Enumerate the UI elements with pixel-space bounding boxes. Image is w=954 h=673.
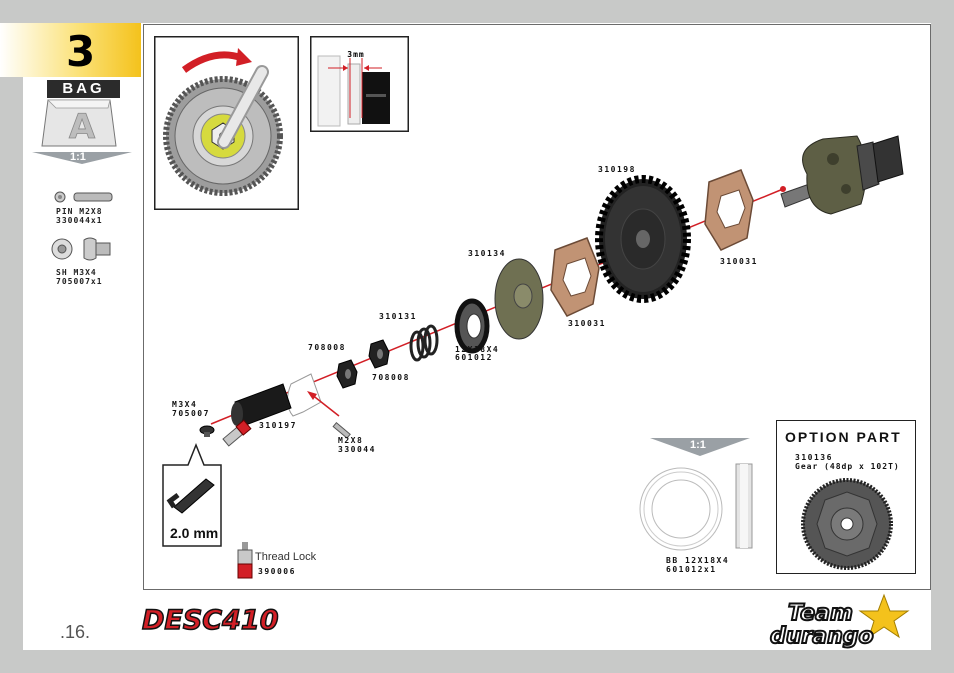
sidebar-part-1-code: 330044x1 [56,216,103,225]
rotation-inset [154,36,299,210]
bearing-code: 601012x1 [666,565,717,574]
team-durango-logo: Team durango [769,593,910,650]
pin-m2x8-icon [54,191,113,203]
label-708008-top: 708008 [308,343,346,352]
step-tab [0,23,141,77]
bearing-detail [639,438,753,551]
option-part-box: OPTION PART 310136 Gear (48dp x 102T) [776,420,916,574]
bearing-scale: 1:1 [690,439,706,451]
label-310131: 310131 [379,312,417,321]
option-desc: Gear (48dp x 102T) [795,462,900,471]
label-708008-bottom: 708008 [372,373,410,382]
spring [409,324,439,362]
label-310198: 310198 [598,165,636,174]
label-m2x8: M2X8 [338,436,364,445]
desc410-logo-text: DESC410 [142,605,278,636]
team-logo-line2: durango [770,624,874,649]
dimension-inset: 3mm [310,36,409,132]
bag-label: BAG [47,80,120,98]
desc410-logo: DESC410 [138,602,279,637]
screw-m3x4-icon [51,237,111,261]
diff-assembly [780,135,904,215]
label-12x18x4: 12X18X4 [455,345,500,354]
option-title: OPTION PART [785,429,902,445]
dimension-label: 3mm [347,50,364,59]
label-310031-left: 310031 [568,319,606,328]
team-logo-line1: Team [788,601,853,626]
option-gear-image [801,478,893,570]
spur-gear [595,175,691,303]
tool-size: 2.0 mm [170,525,219,541]
step-number: 3 [66,27,96,76]
label-330044: 330044 [338,445,376,454]
option-code: 310136 [795,453,833,462]
label-m3x4: M3X4 [172,400,198,409]
sidebar-part-2-code: 705007x1 [56,277,103,286]
bag-scale: 1:1 [70,151,86,163]
page-number: .16. [60,622,91,642]
bag-letter: A [69,107,96,147]
exploded-assembly [199,135,904,447]
thread-lock-icon [237,542,253,579]
label-310197: 310197 [259,421,297,430]
bag-icon: A [32,99,132,164]
label-601012: 601012 [455,353,493,362]
thread-lock-label: Thread Lock [255,551,317,563]
sidebar-part-2-name: SH M3X4 [56,268,97,277]
hex-wrench-box [162,442,222,547]
label-310031-right: 310031 [720,257,758,266]
sidebar-part-1-name: PIN M2X8 [56,207,103,216]
bearing-name: BB 12X18X4 [666,556,730,565]
thread-lock-code: 390006 [258,567,296,576]
label-705007: 705007 [172,409,210,418]
label-310134: 310134 [468,249,506,258]
